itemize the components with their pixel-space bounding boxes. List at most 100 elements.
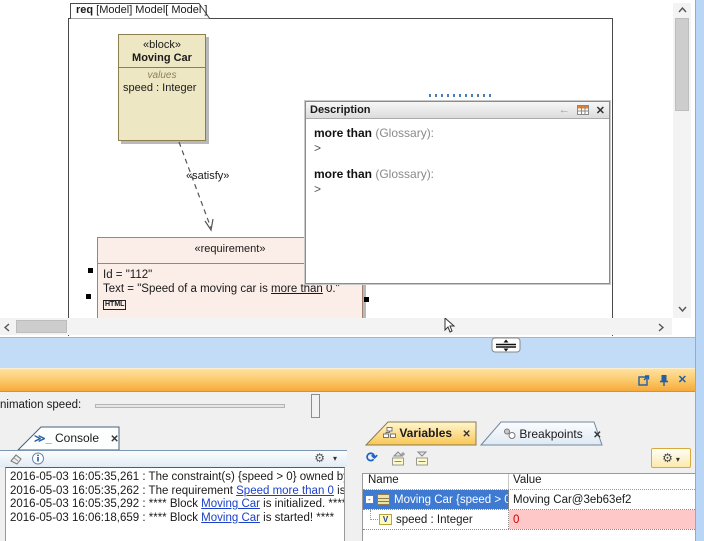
variables-toolbar: ⟳ ⚙ ▾ <box>352 447 695 471</box>
vertical-scrollbar[interactable] <box>673 3 691 318</box>
scroll-right-icon[interactable] <box>658 323 664 332</box>
log-text: is started! **** <box>259 511 335 524</box>
block-moving-car[interactable]: «block» Moving Car values speed : Intege… <box>118 34 206 141</box>
description-content: more than (Glossary): > more than (Gloss… <box>306 119 609 215</box>
column-name[interactable]: Name <box>363 474 509 489</box>
requirement-glossary-term[interactable]: more than <box>271 283 323 295</box>
glossary-term: more than <box>314 167 373 181</box>
log-link[interactable]: Moving Car <box>201 511 260 524</box>
simulation-dock-titlebar[interactable]: ✕ <box>0 368 695 392</box>
requirement-text: Text = "Speed of a moving car is more th… <box>103 282 362 296</box>
block-values-compartment-label: values <box>147 70 177 81</box>
description-titlebar[interactable]: Description ← ✕ <box>306 102 609 119</box>
console-log[interactable]: 2016-05-03 16:05:35,261 : The constraint… <box>5 467 345 541</box>
horizontal-scrollbar-thumb[interactable] <box>16 320 67 333</box>
refresh-icon[interactable]: ⟳ <box>366 449 378 465</box>
dock-splitter-band[interactable] <box>0 337 704 368</box>
scroll-down-icon[interactable] <box>678 306 687 312</box>
log-text: is initialized. **** <box>259 498 345 510</box>
log-line: 2016-05-03 16:05:35,292 : **** Block Mov… <box>10 498 344 512</box>
diagram-pane[interactable]: req [Model] Model[ Model ] «block» Movin… <box>0 0 695 337</box>
block-value-property: speed : Integer <box>123 82 197 94</box>
horizontal-scrollbar[interactable] <box>0 318 672 335</box>
block-stereotype: «block» <box>143 39 181 51</box>
selection-handle[interactable] <box>364 297 369 302</box>
close-dock-icon[interactable]: ✕ <box>677 374 687 386</box>
diagram-tab-kind: req <box>76 4 94 16</box>
variables-tab-shape[interactable] <box>363 420 479 446</box>
variables-options-button[interactable]: ⚙ ▾ <box>651 448 691 468</box>
splitter-handle-icon[interactable] <box>491 337 521 354</box>
block-name: Moving Car <box>132 52 192 64</box>
collapse-row-icon[interactable]: - <box>365 495 374 504</box>
diagram-frame-tab[interactable] <box>70 3 212 19</box>
open-in-table-icon[interactable] <box>576 105 589 115</box>
clear-console-icon[interactable] <box>8 453 23 465</box>
close-console-tab-icon[interactable]: ✕ <box>110 434 119 445</box>
requirement-text-suffix: 0." <box>322 283 340 295</box>
requirement-stereotype: «requirement» <box>98 238 362 264</box>
table-row[interactable]: V speed : Integer 0 <box>363 510 695 530</box>
back-icon[interactable]: ← <box>558 104 570 116</box>
vertical-scrollbar-thumb[interactable] <box>675 18 689 111</box>
variables-dropdown-icon: ▾ <box>675 455 680 464</box>
row-value-violation: 0 <box>509 510 695 529</box>
column-value[interactable]: Value <box>513 474 542 486</box>
console-toolbar: ⚙ ▾ <box>0 451 347 467</box>
log-line: 2016-05-03 16:05:35,262 : The requiremen… <box>10 485 344 499</box>
log-line: 2016-05-03 16:05:35,261 : The constraint… <box>10 471 344 485</box>
glossary-context: (Glossary): <box>372 126 435 140</box>
console-options-dropdown-icon[interactable]: ▾ <box>332 454 337 463</box>
selection-handle[interactable] <box>88 268 93 273</box>
expand-all-icon[interactable] <box>390 451 407 466</box>
pin-icon[interactable] <box>659 374 669 386</box>
scroll-left-icon[interactable] <box>4 323 10 332</box>
row-name: speed : Integer <box>396 513 473 526</box>
table-row[interactable]: - Moving Car {speed > 0} Moving Car@3eb6… <box>363 490 695 510</box>
selection-handle[interactable] <box>86 294 91 299</box>
glossary-body: > <box>314 182 322 196</box>
glossary-context: (Glossary): <box>372 167 435 181</box>
diagram-frame <box>68 18 613 336</box>
animation-speed-label: nimation speed: <box>0 399 82 411</box>
collapse-all-icon[interactable] <box>414 451 431 466</box>
variables-gear-icon: ⚙ <box>662 451 673 465</box>
table-header[interactable]: Name Value <box>363 474 695 490</box>
requirement-text-prefix: Text = "Speed of a moving car is <box>103 283 272 295</box>
log-text: 2016-05-03 16:05:35,261 : The constraint… <box>10 471 345 483</box>
simulation-panel: nimation speed: ≫_ Console ✕ ⚙ ▾ <box>0 392 695 541</box>
close-breakpoints-tab-icon[interactable]: ✕ <box>593 430 602 441</box>
tree-connector <box>370 510 380 520</box>
glossary-term: more than <box>314 126 373 140</box>
console-options-gear-icon[interactable]: ⚙ <box>314 451 325 465</box>
window-frame-edge <box>695 0 704 541</box>
breakpoints-tab-shape[interactable] <box>478 421 610 446</box>
log-link[interactable]: Moving Car <box>201 498 260 510</box>
log-text: 2016-05-03 16:05:35,292 : **** Block <box>10 498 202 510</box>
log-link[interactable]: Speed more than 0 <box>236 484 334 497</box>
glossary-entry: more than (Glossary): > <box>314 167 601 197</box>
variables-table[interactable]: Name Value - Moving Car {speed > 0} Movi… <box>362 473 695 541</box>
tab-variables[interactable]: Variables ✕ <box>383 426 471 440</box>
requirement-id: Id = "112" <box>103 269 153 281</box>
tab-breakpoints[interactable]: Breakpoints ✕ <box>503 427 601 441</box>
log-text: is no <box>337 484 345 497</box>
value-property-icon: V <box>379 514 392 525</box>
info-icon[interactable] <box>31 452 45 466</box>
float-window-icon[interactable] <box>638 374 650 386</box>
diagram-tab-label[interactable]: req [Model] Model[ Model ] <box>76 4 207 16</box>
satisfy-arrow[interactable] <box>160 135 230 240</box>
block-instance-icon <box>376 494 390 505</box>
close-variables-tab-icon[interactable]: ✕ <box>462 429 471 440</box>
log-line: 2016-05-03 16:06:18,659 : **** Block Mov… <box>10 512 344 526</box>
close-icon[interactable]: ✕ <box>595 104 605 117</box>
block-header: «block» Moving Car <box>119 35 205 68</box>
scroll-up-icon[interactable] <box>678 7 687 13</box>
animation-speed-slider[interactable] <box>95 394 320 418</box>
row-name: Moving Car {speed > 0} <box>393 493 509 506</box>
slider-thumb[interactable] <box>311 394 320 418</box>
variables-tree-icon <box>383 427 396 438</box>
tab-console[interactable]: ≫_ Console ✕ <box>34 431 119 445</box>
description-drag-dots[interactable] <box>429 94 491 97</box>
